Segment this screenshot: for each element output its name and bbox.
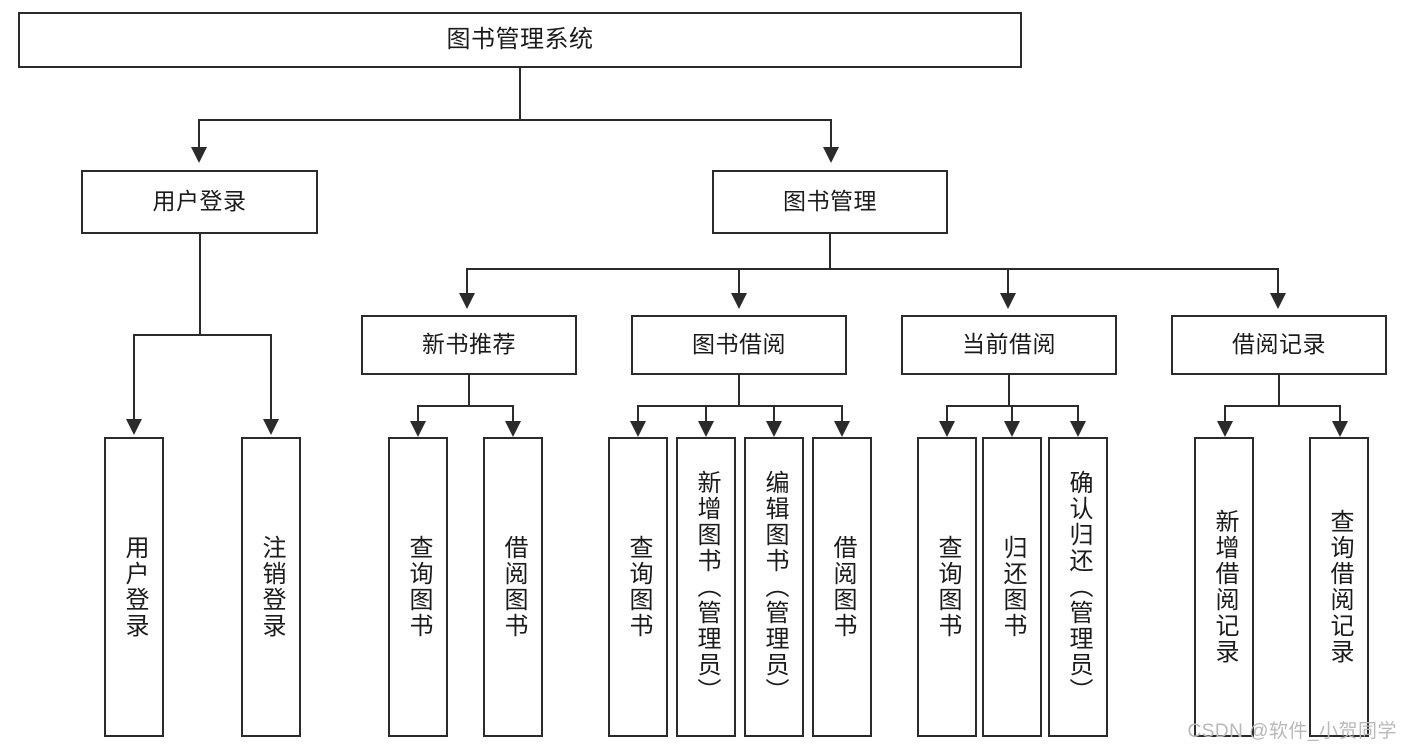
node-leaf-7[interactable]: 编辑图书（管理员） — [744, 437, 804, 737]
node-leaf-12-label: 新增借阅记录 — [1211, 509, 1238, 665]
node-leaf-12[interactable]: 新增借阅记录 — [1194, 437, 1254, 737]
node-leaf-4-label: 借阅图书 — [500, 535, 527, 639]
connector-to-borrow-record — [1277, 268, 1280, 293]
connector-bb-drop-2 — [705, 405, 708, 423]
node-leaf-11-label: 确认归还（管理员） — [1065, 470, 1092, 704]
arrow-leaf-7 — [766, 421, 782, 437]
connector-br-drop-2 — [1339, 405, 1342, 423]
node-leaf-9-label: 查询图书 — [934, 535, 961, 639]
arrow-to-book-manage — [823, 147, 839, 163]
node-user-login[interactable]: 用户登录 — [81, 170, 318, 234]
watermark-text: CSDN @软件_小贺同学 — [1187, 721, 1397, 742]
node-leaf-5[interactable]: 查询图书 — [608, 437, 668, 737]
arrow-leaf-13 — [1332, 421, 1348, 437]
node-current-borrow-label: 当前借阅 — [962, 331, 1056, 358]
node-leaf-8-label: 借阅图书 — [829, 535, 856, 639]
node-leaf-11[interactable]: 确认归还（管理员） — [1048, 437, 1108, 737]
connector-br-drop-1 — [1224, 405, 1227, 423]
node-leaf-2-label: 注销登录 — [258, 535, 285, 639]
node-leaf-6[interactable]: 新增图书（管理员） — [676, 437, 736, 737]
connector-book-borrow-bus — [637, 405, 842, 408]
connector-bb-drop-1 — [637, 405, 640, 423]
arrow-leaf-8 — [834, 421, 850, 437]
arrow-to-new-book-rec — [459, 293, 475, 309]
connector-new-book-rec-bus — [417, 405, 513, 408]
arrow-leaf-1 — [126, 419, 142, 435]
connector-to-current-borrow — [1007, 268, 1010, 293]
node-leaf-10[interactable]: 归还图书 — [982, 437, 1042, 737]
node-book-borrow-label: 图书借阅 — [692, 331, 786, 358]
node-borrow-record[interactable]: 借阅记录 — [1171, 315, 1387, 375]
connector-user-login-stem — [199, 234, 202, 335]
connector-nbr-drop-2 — [512, 405, 515, 423]
arrow-leaf-9 — [939, 421, 955, 437]
node-new-book-rec-label: 新书推荐 — [422, 331, 516, 358]
node-leaf-6-label: 新增图书（管理员） — [693, 470, 720, 704]
connector-to-book-manage — [830, 119, 833, 147]
connector-root-stem — [519, 68, 522, 120]
connector-level2-bus — [466, 268, 1278, 271]
arrow-leaf-4 — [505, 421, 521, 437]
node-leaf-2[interactable]: 注销登录 — [241, 437, 301, 737]
connector-to-user-login — [198, 119, 201, 147]
node-leaf-13[interactable]: 查询借阅记录 — [1309, 437, 1369, 737]
connector-borrow-record-bus — [1224, 405, 1341, 408]
connector-borrow-record-stem — [1278, 375, 1281, 406]
node-leaf-1[interactable]: 用户登录 — [104, 437, 164, 737]
node-leaf-5-label: 查询图书 — [625, 535, 652, 639]
connector-user-login-drop-2 — [270, 334, 273, 419]
connector-bb-drop-3 — [773, 405, 776, 423]
arrow-to-current-borrow — [1000, 293, 1016, 309]
node-leaf-9[interactable]: 查询图书 — [917, 437, 977, 737]
connector-bb-drop-4 — [841, 405, 844, 423]
node-user-login-label: 用户登录 — [152, 188, 247, 215]
node-current-borrow[interactable]: 当前借阅 — [901, 315, 1117, 375]
arrow-to-book-borrow — [731, 293, 747, 309]
connector-book-manage-stem — [829, 234, 832, 269]
arrow-leaf-5 — [630, 421, 646, 437]
connector-cb-drop-2 — [1011, 405, 1014, 423]
arrow-to-borrow-record — [1270, 293, 1286, 309]
arrow-leaf-6 — [698, 421, 714, 437]
node-leaf-13-label: 查询借阅记录 — [1326, 509, 1353, 665]
node-root[interactable]: 图书管理系统 — [18, 12, 1022, 68]
connector-new-book-rec-stem — [468, 375, 471, 406]
arrow-leaf-3 — [410, 421, 426, 437]
connector-to-new-book-rec — [466, 268, 469, 293]
connector-level1-bus — [198, 119, 832, 122]
connector-cb-drop-1 — [946, 405, 949, 423]
connector-user-login-bus — [133, 334, 272, 337]
node-leaf-7-label: 编辑图书（管理员） — [761, 470, 788, 704]
connector-current-borrow-stem — [1008, 375, 1011, 406]
node-leaf-4[interactable]: 借阅图书 — [483, 437, 543, 737]
node-leaf-3[interactable]: 查询图书 — [388, 437, 448, 737]
arrow-leaf-2 — [263, 419, 279, 435]
node-book-borrow[interactable]: 图书借阅 — [631, 315, 847, 375]
arrow-to-user-login — [191, 147, 207, 163]
node-leaf-3-label: 查询图书 — [405, 535, 432, 639]
connector-nbr-drop-1 — [417, 405, 420, 423]
connector-cb-drop-3 — [1077, 405, 1080, 423]
connector-user-login-drop-1 — [133, 334, 136, 419]
connector-to-book-borrow — [738, 268, 741, 293]
node-book-manage-label: 图书管理 — [783, 188, 877, 215]
node-root-label: 图书管理系统 — [446, 25, 594, 53]
node-new-book-rec[interactable]: 新书推荐 — [361, 315, 577, 375]
node-leaf-1-label: 用户登录 — [121, 535, 148, 639]
arrow-leaf-11 — [1070, 421, 1086, 437]
arrow-leaf-12 — [1217, 421, 1233, 437]
node-leaf-8[interactable]: 借阅图书 — [812, 437, 872, 737]
arrow-leaf-10 — [1004, 421, 1020, 437]
node-book-manage[interactable]: 图书管理 — [712, 170, 948, 234]
node-borrow-record-label: 借阅记录 — [1232, 331, 1326, 358]
node-leaf-10-label: 归还图书 — [999, 535, 1026, 639]
connector-book-borrow-stem — [738, 375, 741, 406]
